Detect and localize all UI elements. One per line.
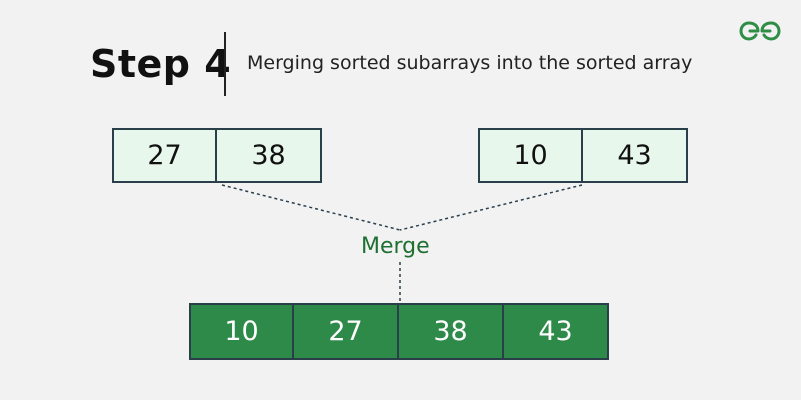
array-cell: 27 [294,303,399,360]
array-cell: 10 [478,128,583,183]
geeksforgeeks-logo-icon [739,21,781,41]
right-connector-line [399,184,583,231]
header-divider [224,32,226,96]
array-cell: 43 [504,303,609,360]
array-cell: 38 [217,128,322,183]
merged-array: 10 27 38 43 [189,303,609,360]
array-cell: 38 [399,303,504,360]
merge-label: Merge [361,234,430,259]
array-cell: 27 [112,128,217,183]
right-subarray: 10 43 [478,128,688,183]
step-description: Merging sorted subarrays into the sorted… [247,52,693,74]
array-cell: 10 [189,303,294,360]
array-cell: 43 [583,128,688,183]
left-connector-line [221,184,401,231]
left-subarray: 27 38 [112,128,322,183]
step-title: Step 4 [90,42,232,86]
